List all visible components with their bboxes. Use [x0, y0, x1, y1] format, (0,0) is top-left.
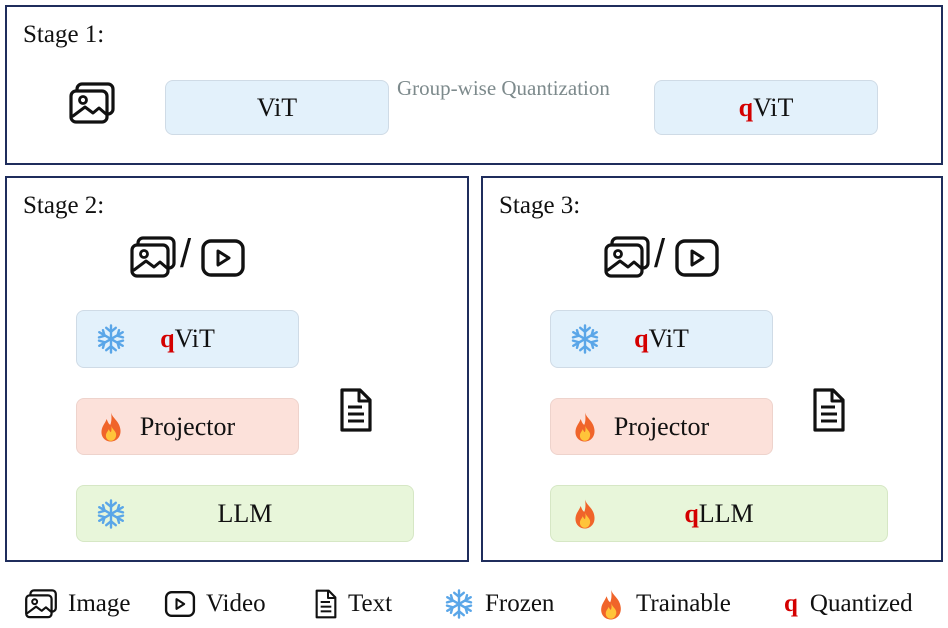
- qllm-label: LLM: [698, 498, 754, 528]
- fire-icon: [569, 498, 601, 530]
- image-icon: [24, 589, 58, 620]
- quantized-marker: q: [160, 324, 175, 353]
- legend-frozen-label: Frozen: [485, 590, 555, 617]
- quantization-arrow-label: Group-wise Quantization: [397, 76, 610, 100]
- projector-label: Projector: [613, 411, 710, 441]
- quantized-marker: q: [784, 590, 798, 617]
- or-slash: /: [654, 232, 666, 276]
- stage-3-title: Stage 3:: [499, 192, 581, 219]
- fire-icon: [95, 411, 127, 443]
- text-document-icon: [338, 386, 374, 434]
- fire-icon: [569, 411, 601, 443]
- image-icon: [129, 236, 177, 280]
- text-document-icon: [314, 588, 338, 620]
- video-icon: [200, 238, 246, 278]
- legend-trainable: Trainable: [596, 588, 731, 620]
- stage-1-title: Stage 1:: [23, 21, 105, 48]
- snowflake-icon: [95, 323, 127, 355]
- qvit-label: ViT: [753, 92, 794, 122]
- legend-quantized: q Quantized: [784, 588, 913, 620]
- qvit-label: ViT: [648, 324, 689, 353]
- legend-text: Text: [314, 588, 392, 620]
- legend-frozen: Frozen: [443, 588, 554, 620]
- qvit-label: ViT: [174, 324, 215, 353]
- legend-image: Image: [24, 588, 130, 620]
- projector-box: Projector: [550, 398, 773, 455]
- video-icon: [674, 238, 720, 278]
- legend-video-label: Video: [206, 590, 266, 617]
- vit-box: ViT: [165, 80, 389, 135]
- legend-image-label: Image: [68, 590, 131, 617]
- video-icon: [164, 590, 196, 618]
- snowflake-icon: [95, 498, 127, 530]
- vit-label: ViT: [256, 92, 298, 122]
- legend-video: Video: [164, 588, 266, 620]
- legend-quantized-label: Quantized: [809, 590, 913, 617]
- text-document-icon: [811, 386, 847, 434]
- quantized-marker: q: [634, 324, 649, 353]
- stage-2-title: Stage 2:: [23, 192, 105, 219]
- or-slash: /: [180, 232, 192, 276]
- image-icon: [603, 236, 651, 280]
- quantized-marker: q: [684, 498, 699, 528]
- llm-label: LLM: [217, 498, 273, 528]
- quantized-marker: q: [738, 92, 754, 122]
- image-icon: [68, 82, 116, 126]
- snowflake-icon: [569, 323, 601, 355]
- projector-label: Projector: [139, 411, 236, 441]
- legend-trainable-label: Trainable: [636, 590, 731, 617]
- llm-box: LLM: [76, 485, 414, 542]
- projector-box: Projector: [76, 398, 299, 455]
- snowflake-icon: [443, 588, 475, 620]
- legend-text-label: Text: [348, 590, 393, 617]
- fire-icon: [596, 588, 626, 621]
